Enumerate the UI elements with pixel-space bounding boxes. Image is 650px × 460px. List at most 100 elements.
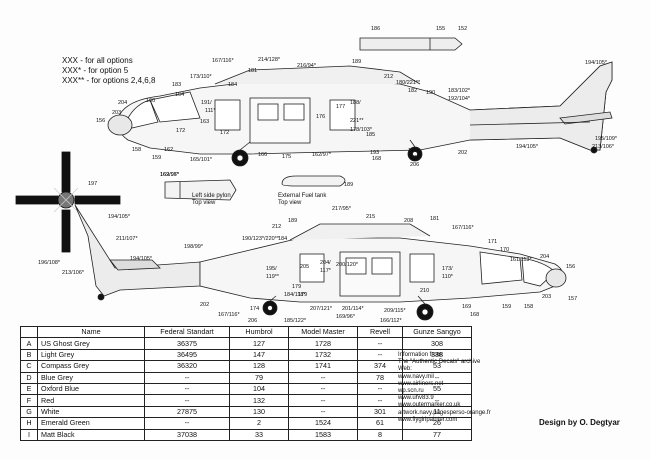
top-callout: 221**: [350, 118, 364, 124]
pylon-caption-line1: Left side pylon: [192, 193, 231, 199]
header-letter: [20, 325, 38, 339]
helicopter-side-view: [107, 37, 613, 167]
top-callout: 162/97*: [312, 152, 332, 158]
legend-line-option5: XXX* - for option 5: [62, 66, 129, 75]
bottom-callout: 196/108*: [38, 260, 61, 266]
top-callout: 203: [112, 110, 121, 116]
top-callout: 189: [352, 59, 361, 65]
bottom-callout: 161/113*: [510, 257, 532, 263]
source-line: wp.scn.ru: [398, 388, 424, 395]
top-callout: 164: [175, 92, 184, 98]
top-callout: 111*: [205, 108, 216, 114]
pylon-top-view: [164, 179, 237, 201]
top-callout: 204: [118, 100, 127, 106]
bottom-callout: 169/96*: [160, 172, 180, 178]
federal-code: --: [144, 394, 230, 407]
bottom-callout: 156: [566, 264, 575, 270]
bottom-callout: 201/114*: [342, 306, 364, 312]
source-line: artwork.navy.pagesperso-orange.fr: [398, 409, 491, 416]
federal-code: 27875: [144, 405, 230, 419]
bottom-callout: 204: [540, 254, 549, 260]
bottom-callout: 209/115*: [384, 308, 406, 314]
header-federal: Federal Standart: [144, 325, 230, 339]
row-letter: I: [20, 428, 38, 441]
federal-code: 36320: [144, 360, 230, 373]
humbrol-code: 128: [229, 360, 289, 373]
bottom-callout: 184: [278, 236, 287, 242]
paint-name: Blue Grey: [37, 371, 145, 384]
top-callout: 152: [458, 26, 467, 32]
top-callout: 176: [316, 114, 325, 120]
bottom-callout: 110*: [442, 274, 454, 280]
federal-code: 36495: [144, 348, 230, 362]
bottom-callout: 169: [462, 304, 471, 310]
paint-table: Name Federal Standart Humbrol Model Mast…: [20, 325, 472, 441]
header-gunze: Gunze Sangyo: [402, 325, 472, 339]
bottom-callout: 179: [298, 292, 307, 298]
top-callout: 180/221**: [396, 80, 421, 86]
paint-name: Oxford Blue: [37, 382, 145, 396]
header-revell: Revell: [357, 325, 403, 339]
row-letter: E: [20, 382, 38, 396]
top-callout: 177: [336, 104, 345, 110]
legend-line-all: XXX - for all options: [62, 56, 133, 65]
top-callout: 183: [172, 82, 181, 88]
bottom-callout: 174: [250, 306, 259, 312]
bottom-callout: 194/105*: [130, 256, 153, 262]
top-callout: 178/103*: [350, 127, 373, 133]
top-callout: 193: [370, 150, 379, 156]
top-callout: 158: [132, 147, 141, 153]
top-callout: 216/94*: [297, 63, 317, 69]
bottom-callout: 197: [88, 181, 97, 187]
row-letter: C: [20, 360, 38, 373]
row-letter: F: [20, 394, 38, 407]
bottom-callout: 167/116*: [218, 312, 240, 318]
model-master-code: 1524: [288, 417, 358, 430]
top-callout: 194/105*: [585, 60, 608, 66]
bottom-callout: 169/96*: [336, 314, 356, 320]
bottom-callout: 207/121*: [310, 306, 333, 312]
gunze-code: 308: [402, 337, 472, 350]
top-callout: 190: [426, 90, 435, 96]
rotor-top-view: [15, 151, 121, 253]
top-callout: 184: [228, 82, 237, 88]
bottom-callout: 203: [542, 294, 551, 300]
top-callout: 175: [282, 154, 291, 160]
bottom-callout: 210: [420, 288, 429, 294]
top-callout: 172: [220, 130, 229, 136]
paint-name: White: [37, 405, 145, 419]
humbrol-code: 127: [229, 337, 289, 350]
top-callout: 156: [96, 118, 105, 124]
revell-code: --: [357, 382, 403, 396]
tank-caption-line2: Top view: [278, 200, 302, 206]
bottom-callout: 159: [502, 304, 511, 310]
top-callout: 166: [258, 152, 267, 158]
model-master-code: 1583: [288, 428, 358, 441]
top-callout: 168: [372, 156, 381, 162]
bottom-callout: 162/97*: [160, 172, 180, 178]
model-master-code: 1741: [288, 360, 358, 373]
top-callout: 183/102*: [448, 88, 471, 94]
source-line: Information from:: [398, 352, 444, 358]
revell-code: 301: [357, 405, 403, 419]
revell-code: --: [357, 348, 403, 362]
top-callout: 163: [200, 119, 209, 125]
top-callout: 172: [176, 128, 185, 134]
top-callout: 174: [410, 155, 419, 161]
bottom-callout: 170: [500, 247, 509, 253]
humbrol-code: 79: [229, 371, 289, 384]
paint-name: Compass Grey: [37, 360, 145, 373]
humbrol-code: 132: [229, 394, 289, 407]
top-callout: 186: [371, 26, 380, 32]
source-line: www.navy.mil: [398, 373, 434, 380]
top-callout: 173/110*: [190, 74, 212, 80]
row-letter: H: [20, 417, 38, 430]
top-callout: 182: [408, 88, 417, 94]
tank-caption-line1: External Fuel tank: [278, 193, 327, 199]
top-callout: 202: [458, 150, 467, 156]
row-letter: A: [20, 337, 38, 350]
